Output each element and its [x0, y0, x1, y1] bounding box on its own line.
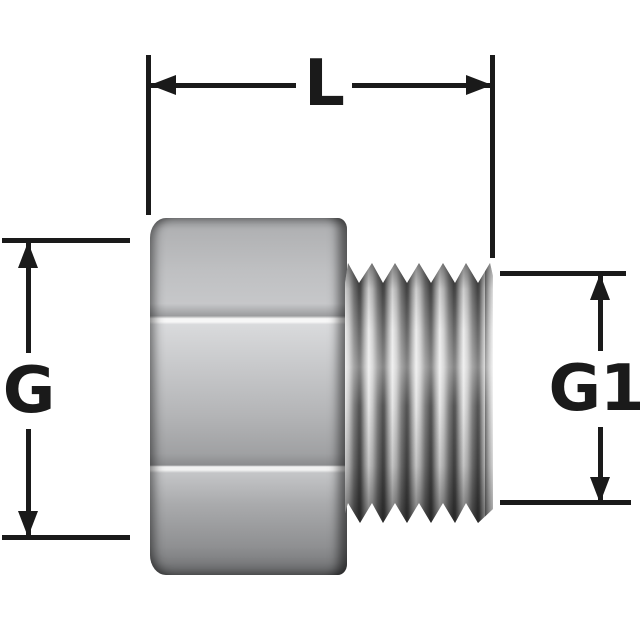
dimension-label-length: L [296, 46, 352, 122]
l-arrowhead-right-icon [466, 75, 492, 95]
g1-extension-line-top [500, 271, 626, 276]
l-arrowhead-left-icon [150, 75, 176, 95]
dimension-label-left-diameter: G [1, 353, 56, 429]
l-extension-line-left [146, 55, 151, 215]
g-arrowhead-up-icon [18, 242, 38, 268]
g1-extension-line-bottom [500, 500, 631, 505]
g-arrowhead-down-icon [18, 511, 38, 537]
g1-arrowhead-down-icon [590, 477, 610, 503]
l-extension-line-right [490, 55, 495, 258]
dimension-label-right-diameter: G1 [548, 351, 640, 427]
g1-arrowhead-up-icon [590, 274, 610, 300]
fitting-threaded-end [345, 263, 493, 523]
g-extension-line-bottom [2, 535, 130, 540]
fitting-hex-body [150, 218, 347, 575]
g-extension-line-top [2, 238, 130, 243]
